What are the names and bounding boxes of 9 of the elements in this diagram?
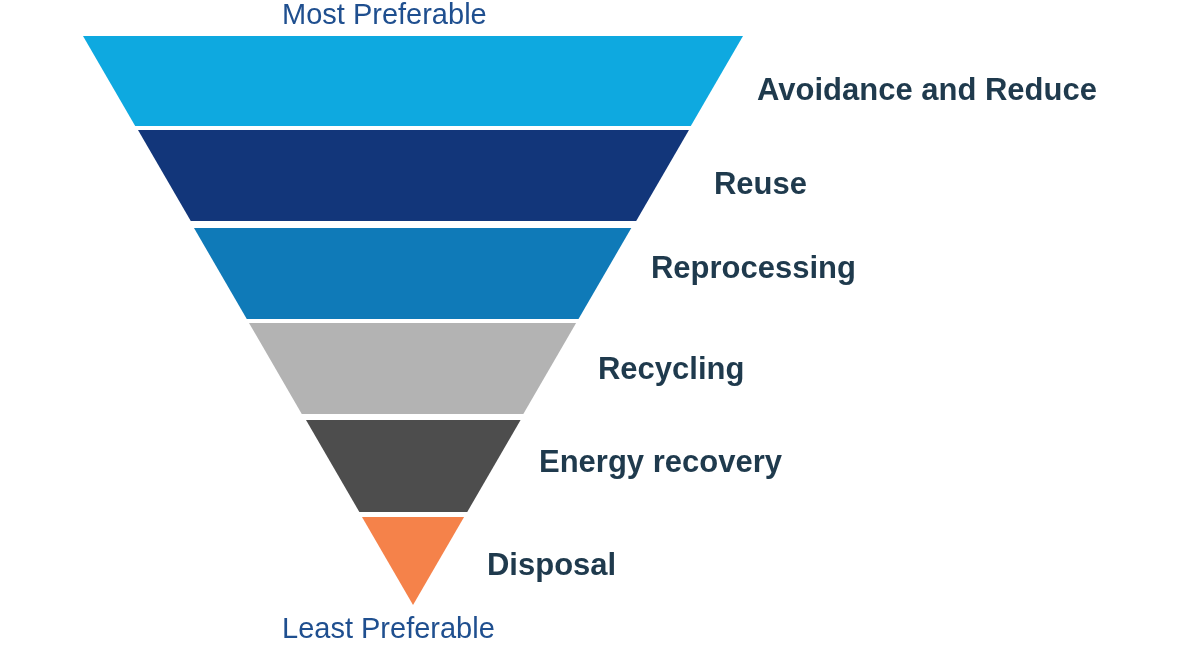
hierarchy-tier: [137, 130, 804, 221]
tier-label: Avoidance and Reduce: [757, 72, 1097, 108]
tier-label: Disposal: [487, 547, 617, 583]
tier-label: Reprocessing: [651, 250, 856, 286]
tier-label: Energy recovery: [539, 444, 782, 480]
tier-label: Reuse: [714, 166, 808, 202]
top-caption: Most Preferable: [282, 0, 487, 31]
tier-label: Recycling: [598, 351, 745, 387]
bottom-caption: Least Preferable: [282, 612, 495, 645]
